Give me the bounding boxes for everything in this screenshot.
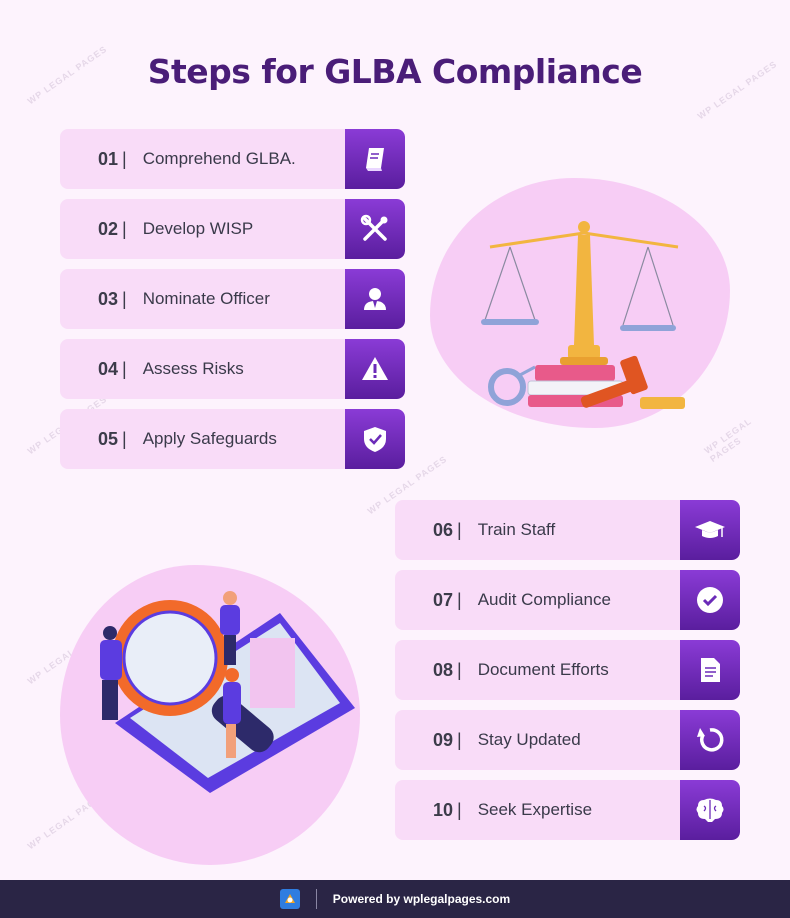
step-card-03: 03 | Nominate Officer bbox=[60, 269, 405, 329]
step-number: 05 bbox=[97, 428, 118, 449]
step-number: 02 bbox=[97, 218, 118, 239]
step-number: 01 bbox=[97, 148, 118, 169]
step-card-01: 01 | Comprehend GLBA. bbox=[60, 129, 405, 189]
step-label: Seek Expertise bbox=[477, 800, 593, 819]
tools-icon bbox=[345, 199, 405, 259]
scales-of-justice-illustration bbox=[481, 221, 685, 409]
graduation-cap-icon bbox=[680, 500, 740, 560]
footer-divider bbox=[315, 889, 317, 909]
step-divider: | bbox=[122, 358, 127, 379]
step-number: 07 bbox=[432, 589, 453, 610]
step-number: 08 bbox=[432, 659, 453, 680]
step-label: Document Efforts bbox=[477, 660, 609, 679]
magnifier-team-illustration bbox=[100, 591, 355, 793]
step-card-07: 07 | Audit Compliance bbox=[395, 570, 740, 630]
book-icon bbox=[345, 129, 405, 189]
warning-icon bbox=[345, 339, 405, 399]
refresh-icon bbox=[680, 710, 740, 770]
document-icon bbox=[680, 640, 740, 700]
watermark-logo: WP LEGAL PAGES bbox=[702, 415, 754, 465]
step-label: Comprehend GLBA. bbox=[142, 149, 296, 168]
step-divider: | bbox=[122, 288, 127, 309]
powered-by-link[interactable]: Powered by wplegalpages.com bbox=[332, 892, 511, 906]
step-number: 10 bbox=[432, 799, 453, 820]
step-label: Train Staff bbox=[477, 520, 556, 539]
step-label: Stay Updated bbox=[477, 730, 581, 749]
wplegalpages-logo-icon[interactable] bbox=[279, 889, 300, 909]
step-number: 04 bbox=[97, 358, 118, 379]
page-title: Steps for GLBA Compliance bbox=[147, 52, 643, 91]
footer-bar: Powered by wplegalpages.com bbox=[0, 880, 790, 918]
step-divider: | bbox=[122, 428, 127, 449]
shield-icon bbox=[345, 409, 405, 469]
check-circle-icon bbox=[680, 570, 740, 630]
step-card-04: 04 | Assess Risks bbox=[60, 339, 405, 399]
step-card-06: 06 | Train Staff bbox=[395, 500, 740, 560]
step-label: Apply Safeguards bbox=[142, 429, 277, 448]
step-divider: | bbox=[122, 148, 127, 169]
step-number: 09 bbox=[432, 729, 453, 750]
step-number: 06 bbox=[432, 519, 453, 540]
brain-icon bbox=[680, 780, 740, 840]
step-divider: | bbox=[457, 659, 462, 680]
step-divider: | bbox=[457, 799, 462, 820]
step-number: 03 bbox=[97, 288, 118, 309]
step-card-10: 10 | Seek Expertise bbox=[395, 780, 740, 840]
step-card-09: 09 | Stay Updated bbox=[395, 710, 740, 770]
step-card-08: 08 | Document Efforts bbox=[395, 640, 740, 700]
step-divider: | bbox=[457, 729, 462, 750]
step-divider: | bbox=[457, 519, 462, 540]
step-label: Develop WISP bbox=[142, 219, 254, 238]
step-divider: | bbox=[122, 218, 127, 239]
step-label: Nominate Officer bbox=[142, 289, 270, 308]
step-card-02: 02 | Develop WISP bbox=[60, 199, 405, 259]
officer-icon bbox=[345, 269, 405, 329]
step-divider: | bbox=[457, 589, 462, 610]
step-label: Assess Risks bbox=[142, 359, 244, 378]
step-label: Audit Compliance bbox=[477, 590, 611, 609]
step-card-05: 05 | Apply Safeguards bbox=[60, 409, 405, 469]
